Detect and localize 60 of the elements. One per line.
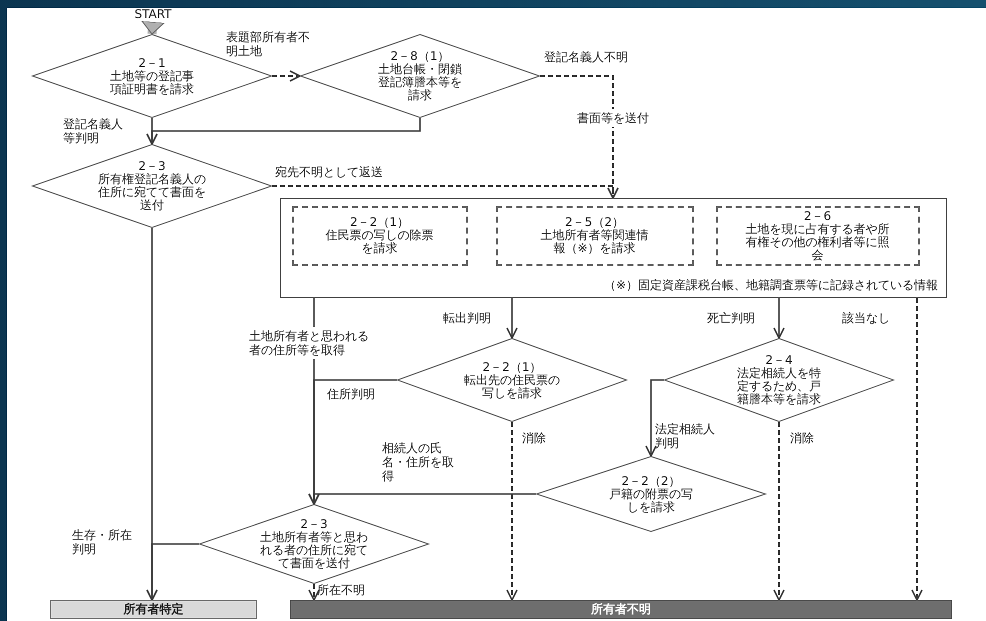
step-number: 2－8（1） xyxy=(390,50,450,63)
edge-label: 宛先不明として返送 xyxy=(275,165,384,179)
arrow xyxy=(645,379,664,457)
step-text: 所有権登記名義人の住所に宛てて書面を送付 xyxy=(97,173,207,212)
dashed-arrow xyxy=(506,422,518,601)
decision-diamond xyxy=(664,338,894,422)
step-number: 2－3 xyxy=(138,160,166,173)
step-text: 土地を現に占有する者や所有権その他の権利者等に照会 xyxy=(744,222,890,262)
block-arrow xyxy=(142,20,164,34)
edge-label: 表題部所有者不明土地 xyxy=(226,30,310,58)
dashed-arrow xyxy=(308,584,320,601)
step-text: 土地所有者等と思われる者の住所に宛てて書面を送付 xyxy=(259,531,369,570)
footnote: （※）固定資産課税台帳、地籍調査票等に記録されている情報 xyxy=(604,278,938,292)
dashed-arrow xyxy=(272,185,619,199)
step-text: 土地所有者等関連情報（※）を請求 xyxy=(540,229,650,255)
edge-label: 生存・所在判明 xyxy=(72,528,133,556)
edge-label: 住所判明 xyxy=(327,387,376,401)
arrow xyxy=(146,118,421,145)
step-number: 2－2（2） xyxy=(622,474,680,488)
start-label: START xyxy=(120,6,186,22)
edge-label: 該当なし xyxy=(842,311,891,325)
step-number: 2－2（1） xyxy=(350,216,409,229)
arrow xyxy=(773,298,785,339)
edge-label: 消除 xyxy=(790,431,815,445)
edge-label: 所在不明 xyxy=(317,583,366,597)
edge-label: 死亡判明 xyxy=(707,311,756,325)
step-number: 2－2（1） xyxy=(482,360,542,374)
edge-label: 法定相続人判明 xyxy=(655,422,716,450)
decision-diamond xyxy=(536,456,766,532)
decision-diamond xyxy=(397,338,627,422)
arrow xyxy=(506,298,518,339)
result-bar: 所有者特定 xyxy=(50,600,257,619)
edge-label: 登記名義人等判明 xyxy=(63,117,124,145)
decision-diamond xyxy=(32,144,272,228)
step-number: 2－5（2） xyxy=(565,216,624,229)
step-text: 住民票の写しの除票を請求 xyxy=(324,229,434,255)
edge-label: 消除 xyxy=(522,431,547,445)
step-text: 転出先の住民票の写しを請求 xyxy=(463,374,561,400)
arrow xyxy=(308,493,536,505)
dashed-arrow xyxy=(272,70,301,82)
edge-label: 転出判明 xyxy=(443,311,492,325)
step-text: 戸籍の附票の写しを請求 xyxy=(608,488,694,514)
result-bar: 所有者不明 xyxy=(290,600,952,619)
process-group-box xyxy=(280,198,947,298)
edge-label: 登記名義人不明 xyxy=(544,50,629,64)
dashed-arrow xyxy=(911,298,923,601)
process-box xyxy=(716,206,920,266)
step-text: 法定相続人を特定するため、戸籍謄本等を請求 xyxy=(736,367,822,406)
edge-label: 相続人の氏名・住所を取得 xyxy=(382,441,454,483)
decision-diamond xyxy=(199,504,429,584)
process-box xyxy=(496,206,694,266)
step-text: 土地台帳・閉鎖登記簿謄本等を請求 xyxy=(377,63,463,102)
step-number: 2－4 xyxy=(765,354,793,367)
process-box xyxy=(292,206,468,266)
step-number: 2－6 xyxy=(804,210,832,222)
step-number: 2－3 xyxy=(300,518,328,531)
arrow xyxy=(146,543,199,601)
dashed-arrow xyxy=(773,422,785,601)
step-text: 土地等の登記事項証明書を請求 xyxy=(109,70,195,96)
step-number: 2－1 xyxy=(138,56,166,70)
